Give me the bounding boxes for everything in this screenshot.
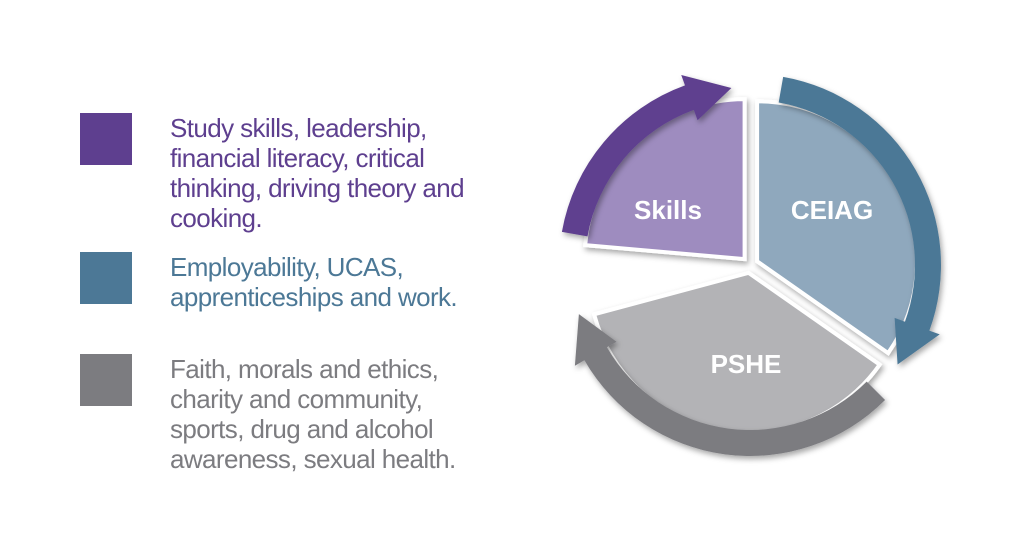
cycle-arrows <box>561 75 941 456</box>
ceiag-swatch <box>80 252 132 304</box>
cycle-diagram: Skills CEIAG PSHE <box>561 75 941 456</box>
skills-swatch <box>80 113 132 165</box>
cycle-segments <box>583 97 920 435</box>
pshe-segment-label: PSHE <box>711 349 782 379</box>
pshe-arrow <box>574 314 886 456</box>
legend: Study skills, leadership, financial lite… <box>80 113 530 474</box>
pshe-description: Faith, morals and ethics, charity and co… <box>170 354 456 474</box>
ceiag-description: Employability, UCAS, apprenticeships and… <box>170 252 458 312</box>
legend-item-ceiag: Employability, UCAS, apprenticeships and… <box>80 252 530 312</box>
skills-description: Study skills, leadership, financial lite… <box>170 113 465 233</box>
ceiag-arrow <box>778 76 941 365</box>
cycle-labels: Skills CEIAG PSHE <box>634 195 873 379</box>
pshe-swatch <box>80 354 132 406</box>
legend-item-pshe: Faith, morals and ethics, charity and co… <box>80 354 530 474</box>
legend-item-skills: Study skills, leadership, financial lite… <box>80 113 530 233</box>
skills-segment-label: Skills <box>634 195 702 225</box>
ceiag-segment-label: CEIAG <box>791 195 873 225</box>
skills-arrow <box>561 75 732 237</box>
